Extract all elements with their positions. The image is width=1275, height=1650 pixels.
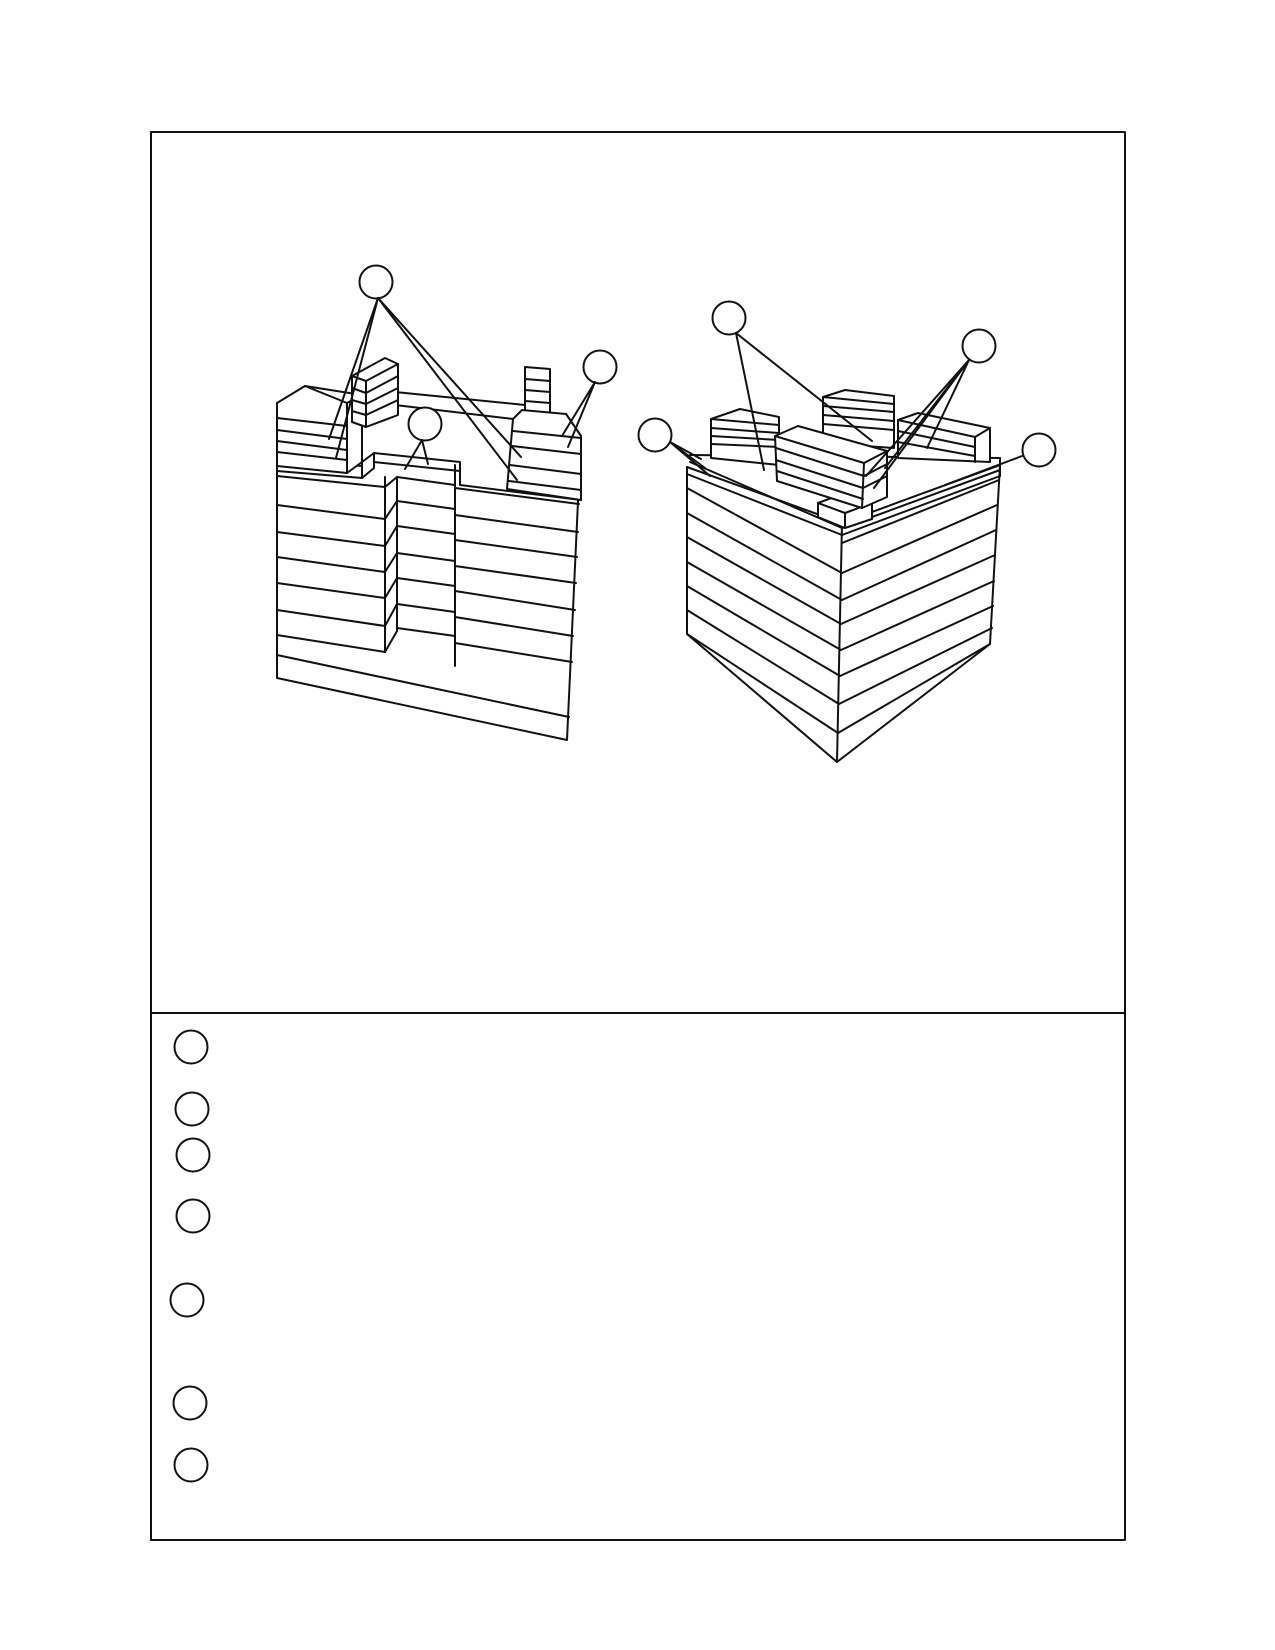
callout-circle xyxy=(1021,432,1057,468)
left-back-butte xyxy=(351,357,399,428)
key-callout-2 xyxy=(174,1091,210,1127)
right-callouts xyxy=(637,300,1057,489)
left-callouts xyxy=(328,264,618,481)
right-column-strata xyxy=(454,487,580,663)
callout-circle xyxy=(582,349,618,385)
left-block-outline xyxy=(276,402,582,741)
page-frame xyxy=(150,131,1126,1541)
left-butte xyxy=(276,385,363,474)
key-list xyxy=(169,1029,211,1483)
callout-circle xyxy=(407,406,443,442)
callout-circle xyxy=(358,264,394,300)
key-callout-1 xyxy=(173,1029,209,1065)
key-callout-3 xyxy=(175,1137,211,1173)
callout-circle xyxy=(961,328,997,364)
key-callout-4 xyxy=(175,1198,211,1234)
callout-circle xyxy=(711,300,747,336)
key-callout-5 xyxy=(169,1282,205,1318)
left-column-strata xyxy=(276,475,386,653)
key-callout-6 xyxy=(172,1385,208,1421)
callout-circle xyxy=(637,417,673,453)
block-diagram-left xyxy=(276,264,618,741)
trench-strata xyxy=(384,476,456,653)
right-left-face-strata xyxy=(686,487,843,734)
right-right-face-strata xyxy=(837,479,1000,734)
key-callout-7 xyxy=(173,1447,209,1483)
block-diagram-right xyxy=(637,300,1057,763)
